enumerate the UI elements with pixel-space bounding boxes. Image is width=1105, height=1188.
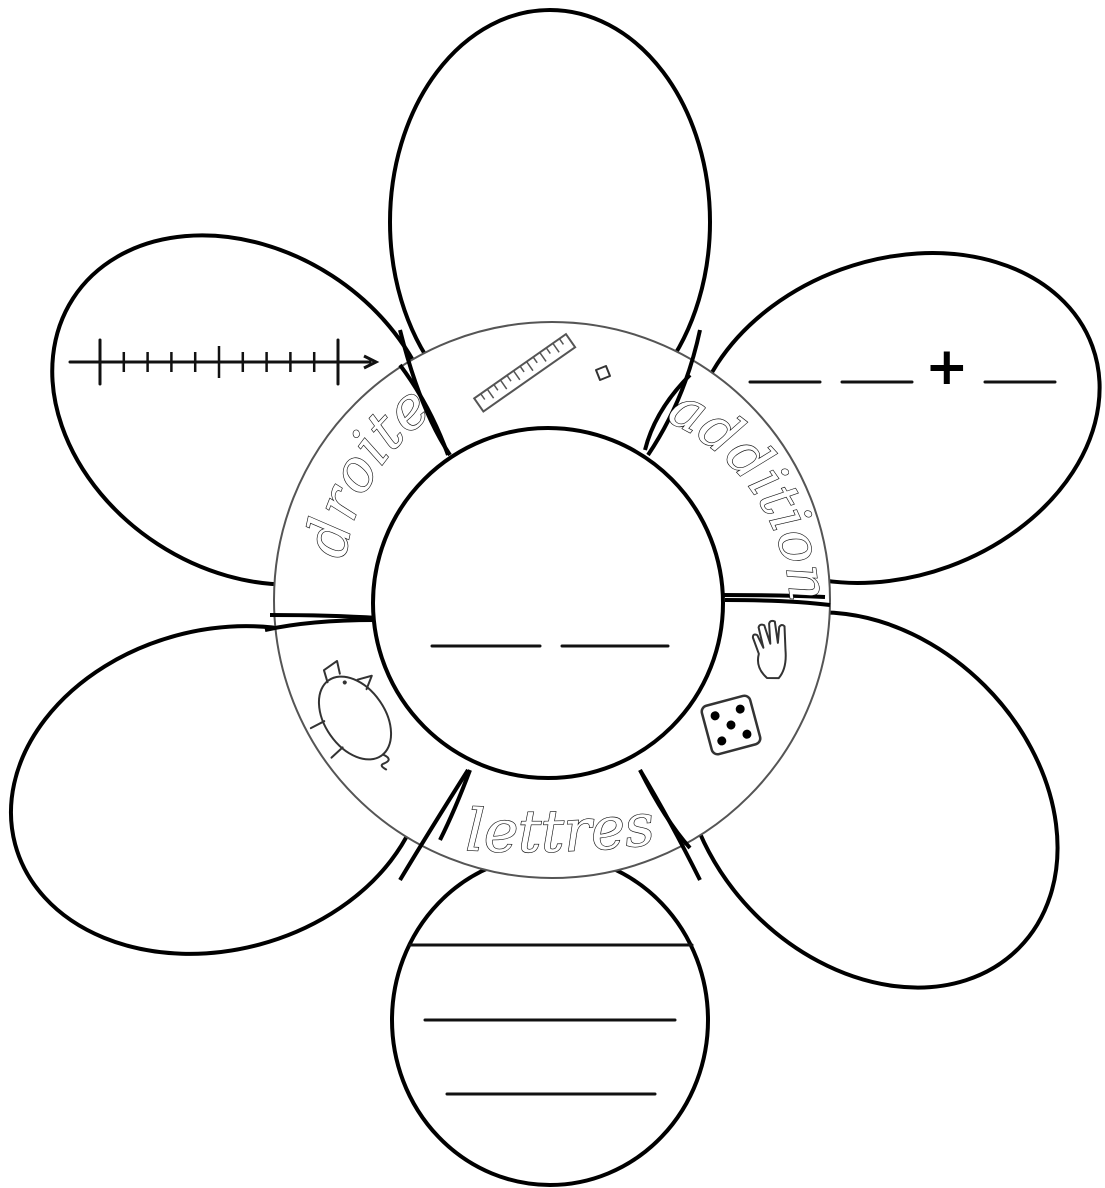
- ring-label-lettres: lettres: [464, 790, 657, 866]
- dice-icon: [700, 694, 761, 755]
- flower-center[interactable]: [373, 428, 723, 778]
- plus-symbol: +: [925, 337, 969, 397]
